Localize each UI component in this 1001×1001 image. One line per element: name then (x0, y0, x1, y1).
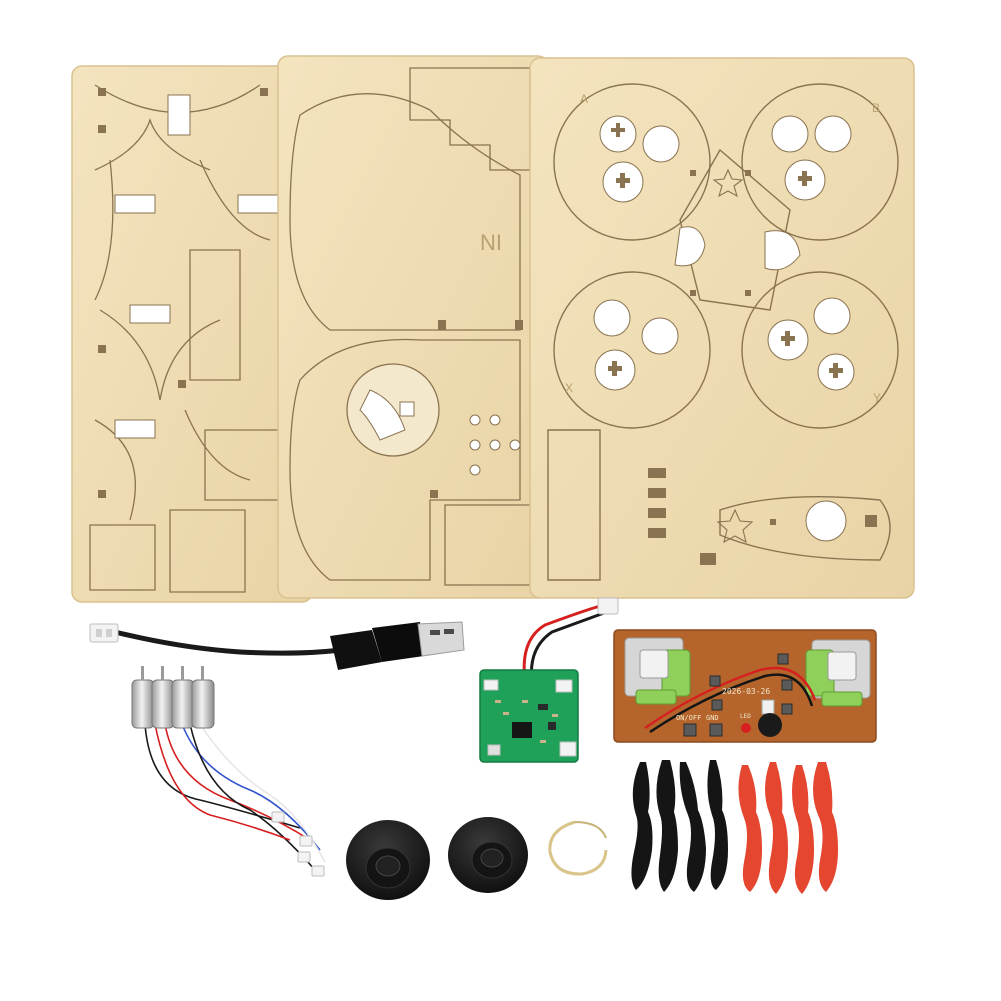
joystick-cap-left (346, 820, 430, 900)
red-propeller-1 (738, 765, 762, 892)
red-propellers (738, 762, 838, 894)
panel-letter-b: B (872, 101, 880, 115)
panel-letter-y: Y (873, 391, 881, 405)
black-propellers (631, 760, 728, 892)
motor-3 (171, 666, 195, 729)
remote-board-switch-label: ON/OFF (676, 714, 701, 722)
wood-panel-left (71, 65, 313, 603)
black-propeller-4 (707, 760, 728, 890)
remote-board-led-label: LED (740, 713, 751, 720)
motor-4 (191, 666, 215, 729)
tape-ring (548, 820, 608, 876)
motor-1 (131, 666, 155, 729)
usb-charging-cable (89, 621, 465, 670)
wood-panel-middle: NI (277, 55, 549, 599)
panel-letter-a: A (580, 92, 588, 106)
red-propeller-2 (765, 762, 788, 894)
panel-middle-label: NI (480, 230, 502, 255)
remote-board-gnd-label: GND (706, 714, 719, 722)
remote-controller-board: 2026-03-26 ON/OFF GND LED (613, 629, 877, 743)
black-propeller-3 (679, 762, 706, 892)
joystick-cap-right (448, 817, 528, 893)
panel-letter-x: X (565, 381, 573, 395)
red-propeller-4 (813, 762, 838, 892)
black-propeller-1 (631, 762, 653, 890)
joystick-caps (346, 817, 528, 900)
remote-board-date: 2026-03-26 (722, 687, 770, 696)
flight-controller-board (479, 597, 619, 763)
wood-panel-right: A B X Y (529, 57, 915, 599)
black-propeller-2 (656, 760, 678, 892)
motor-2 (151, 666, 175, 729)
red-propeller-3 (792, 765, 814, 894)
motor-set (131, 666, 326, 877)
